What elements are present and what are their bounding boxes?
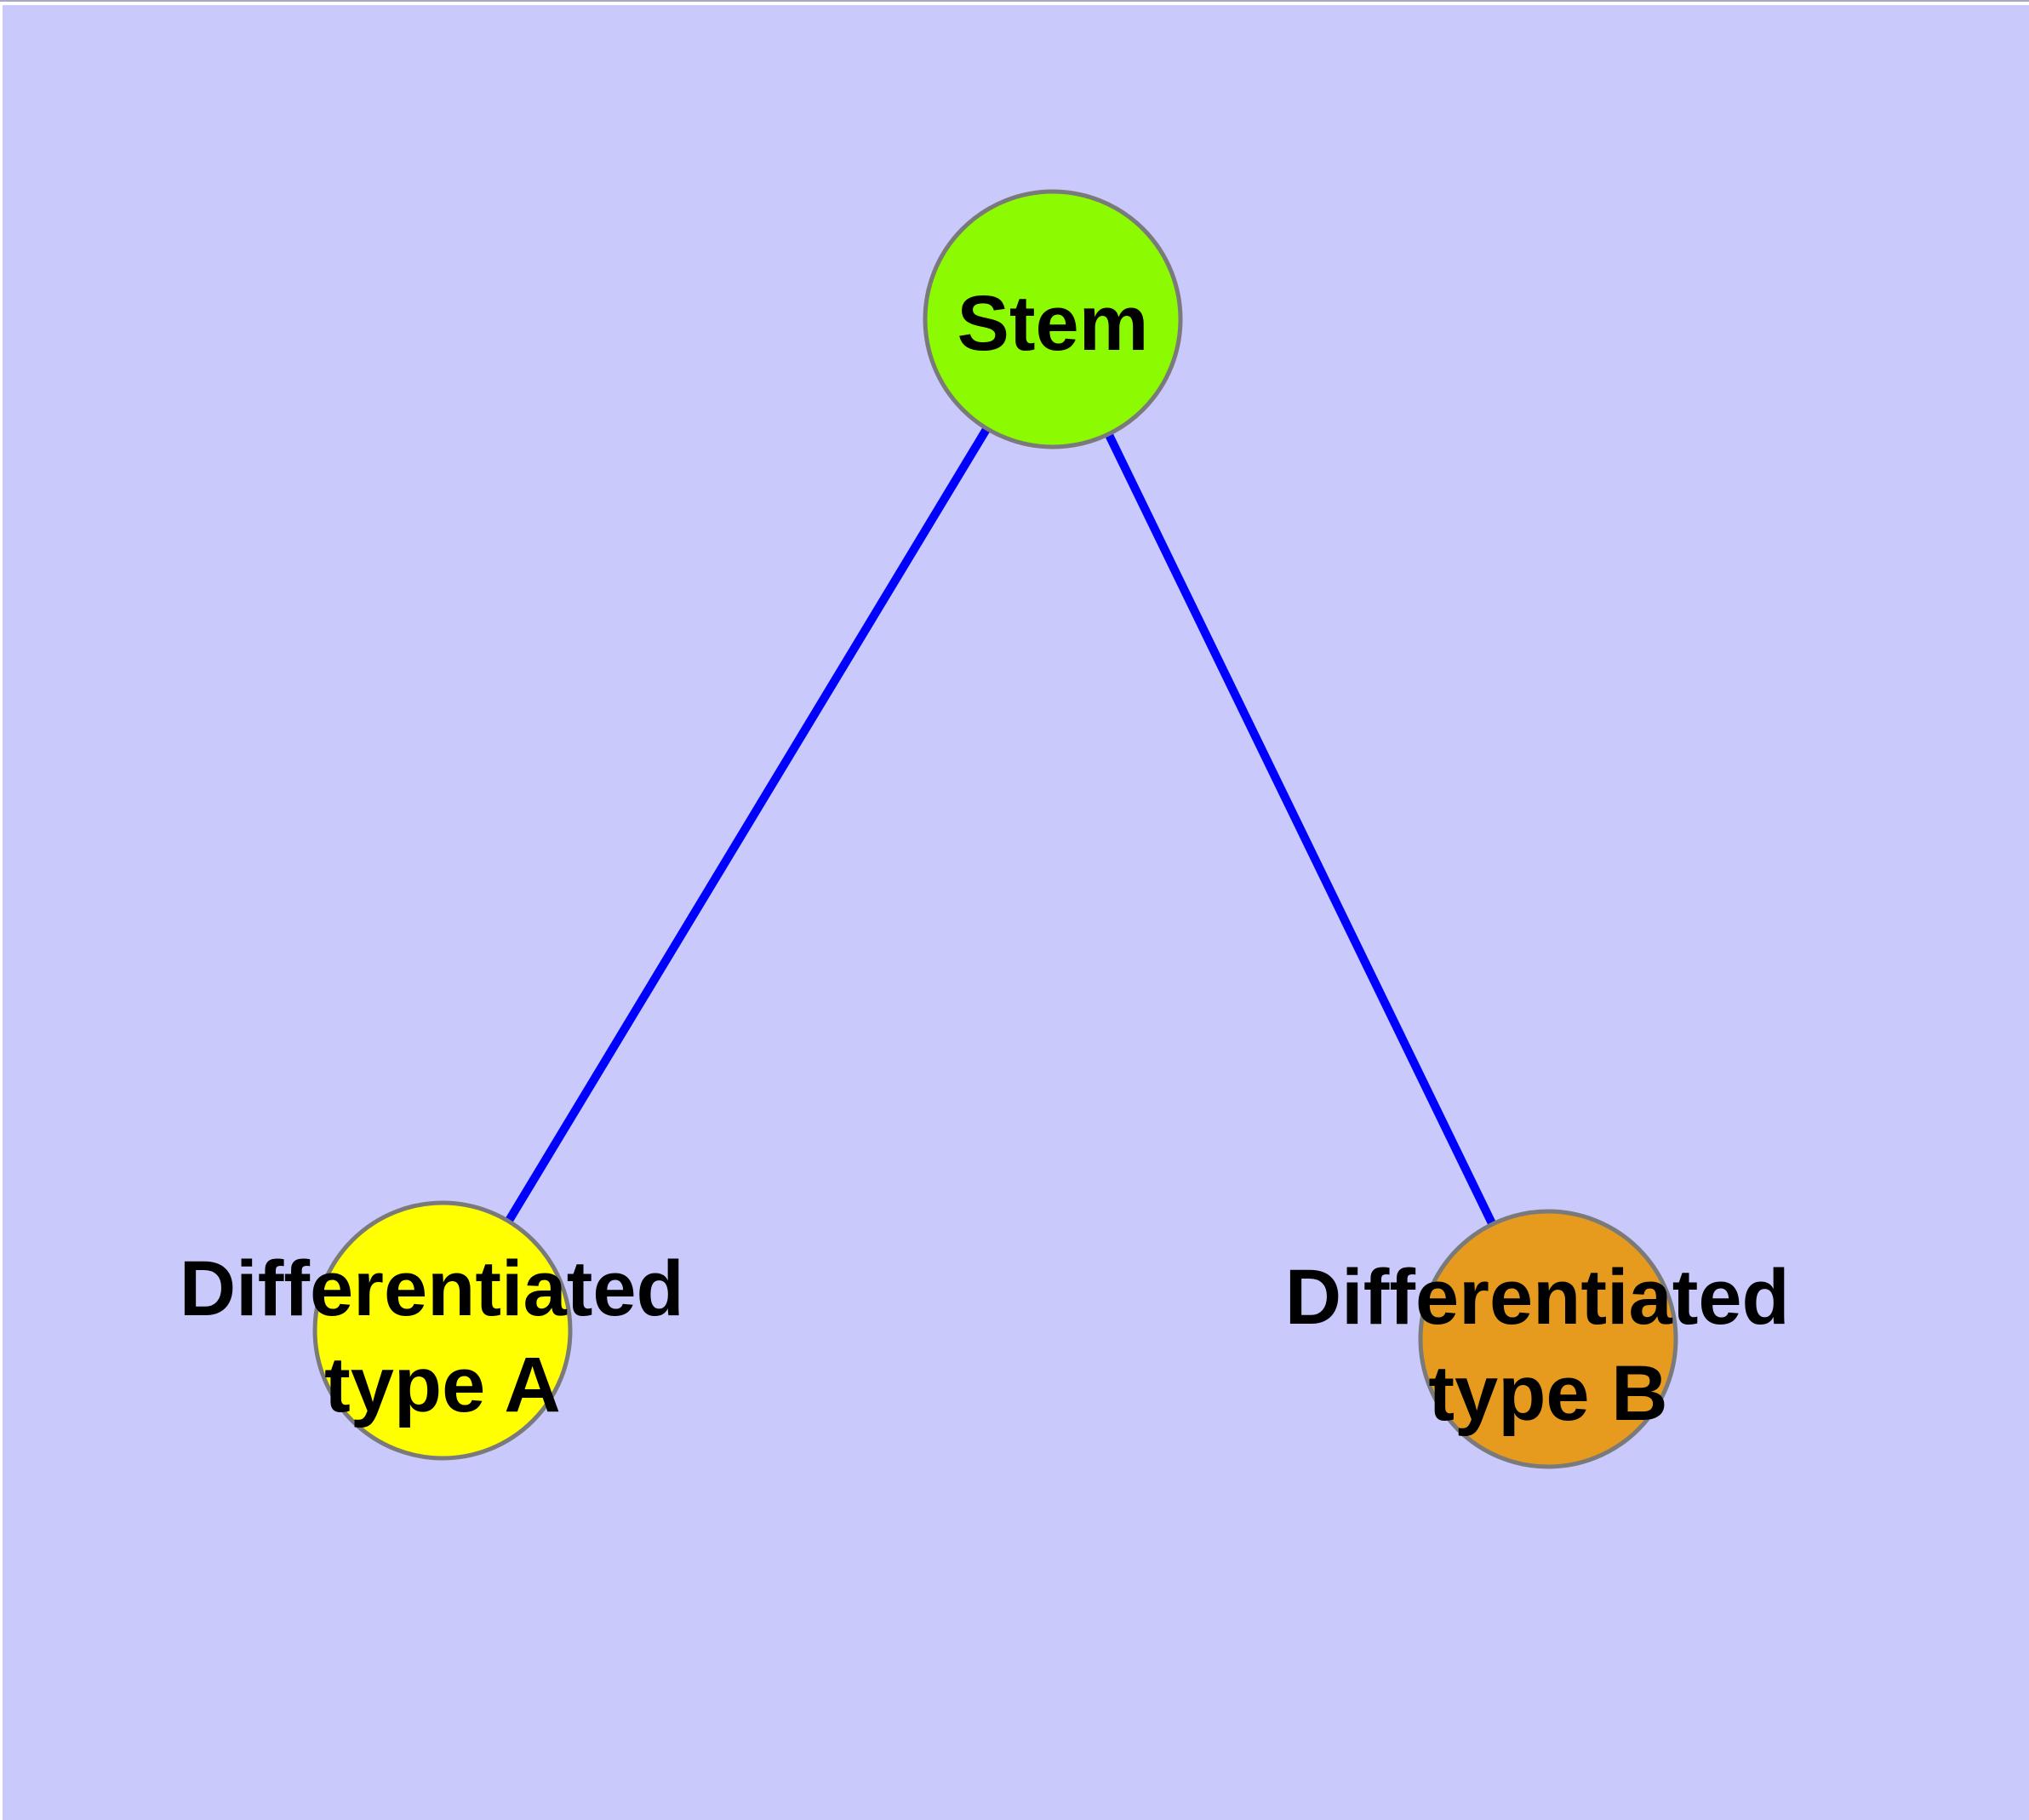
node-label-differentiated-type-a: Differentiated type A bbox=[180, 1245, 706, 1428]
node-label-line: type B bbox=[1428, 1350, 1667, 1437]
node-label-differentiated-type-b: Differentiated type B bbox=[1285, 1254, 1812, 1437]
node-differentiated-type-b bbox=[1418, 1209, 1678, 1469]
node-label-line: Differentiated bbox=[1285, 1254, 1790, 1341]
node-label-line: type A bbox=[324, 1342, 561, 1428]
node-stem bbox=[923, 189, 1183, 449]
node-label-stem: Stem bbox=[957, 280, 1149, 367]
node-differentiated-type-a bbox=[312, 1200, 573, 1461]
edge-stem-to-type-a bbox=[438, 317, 1057, 1333]
node-label-line: Differentiated bbox=[180, 1245, 684, 1332]
edge-stem-to-type-b bbox=[1049, 317, 1552, 1342]
top-frame-line bbox=[0, 0, 2029, 2]
